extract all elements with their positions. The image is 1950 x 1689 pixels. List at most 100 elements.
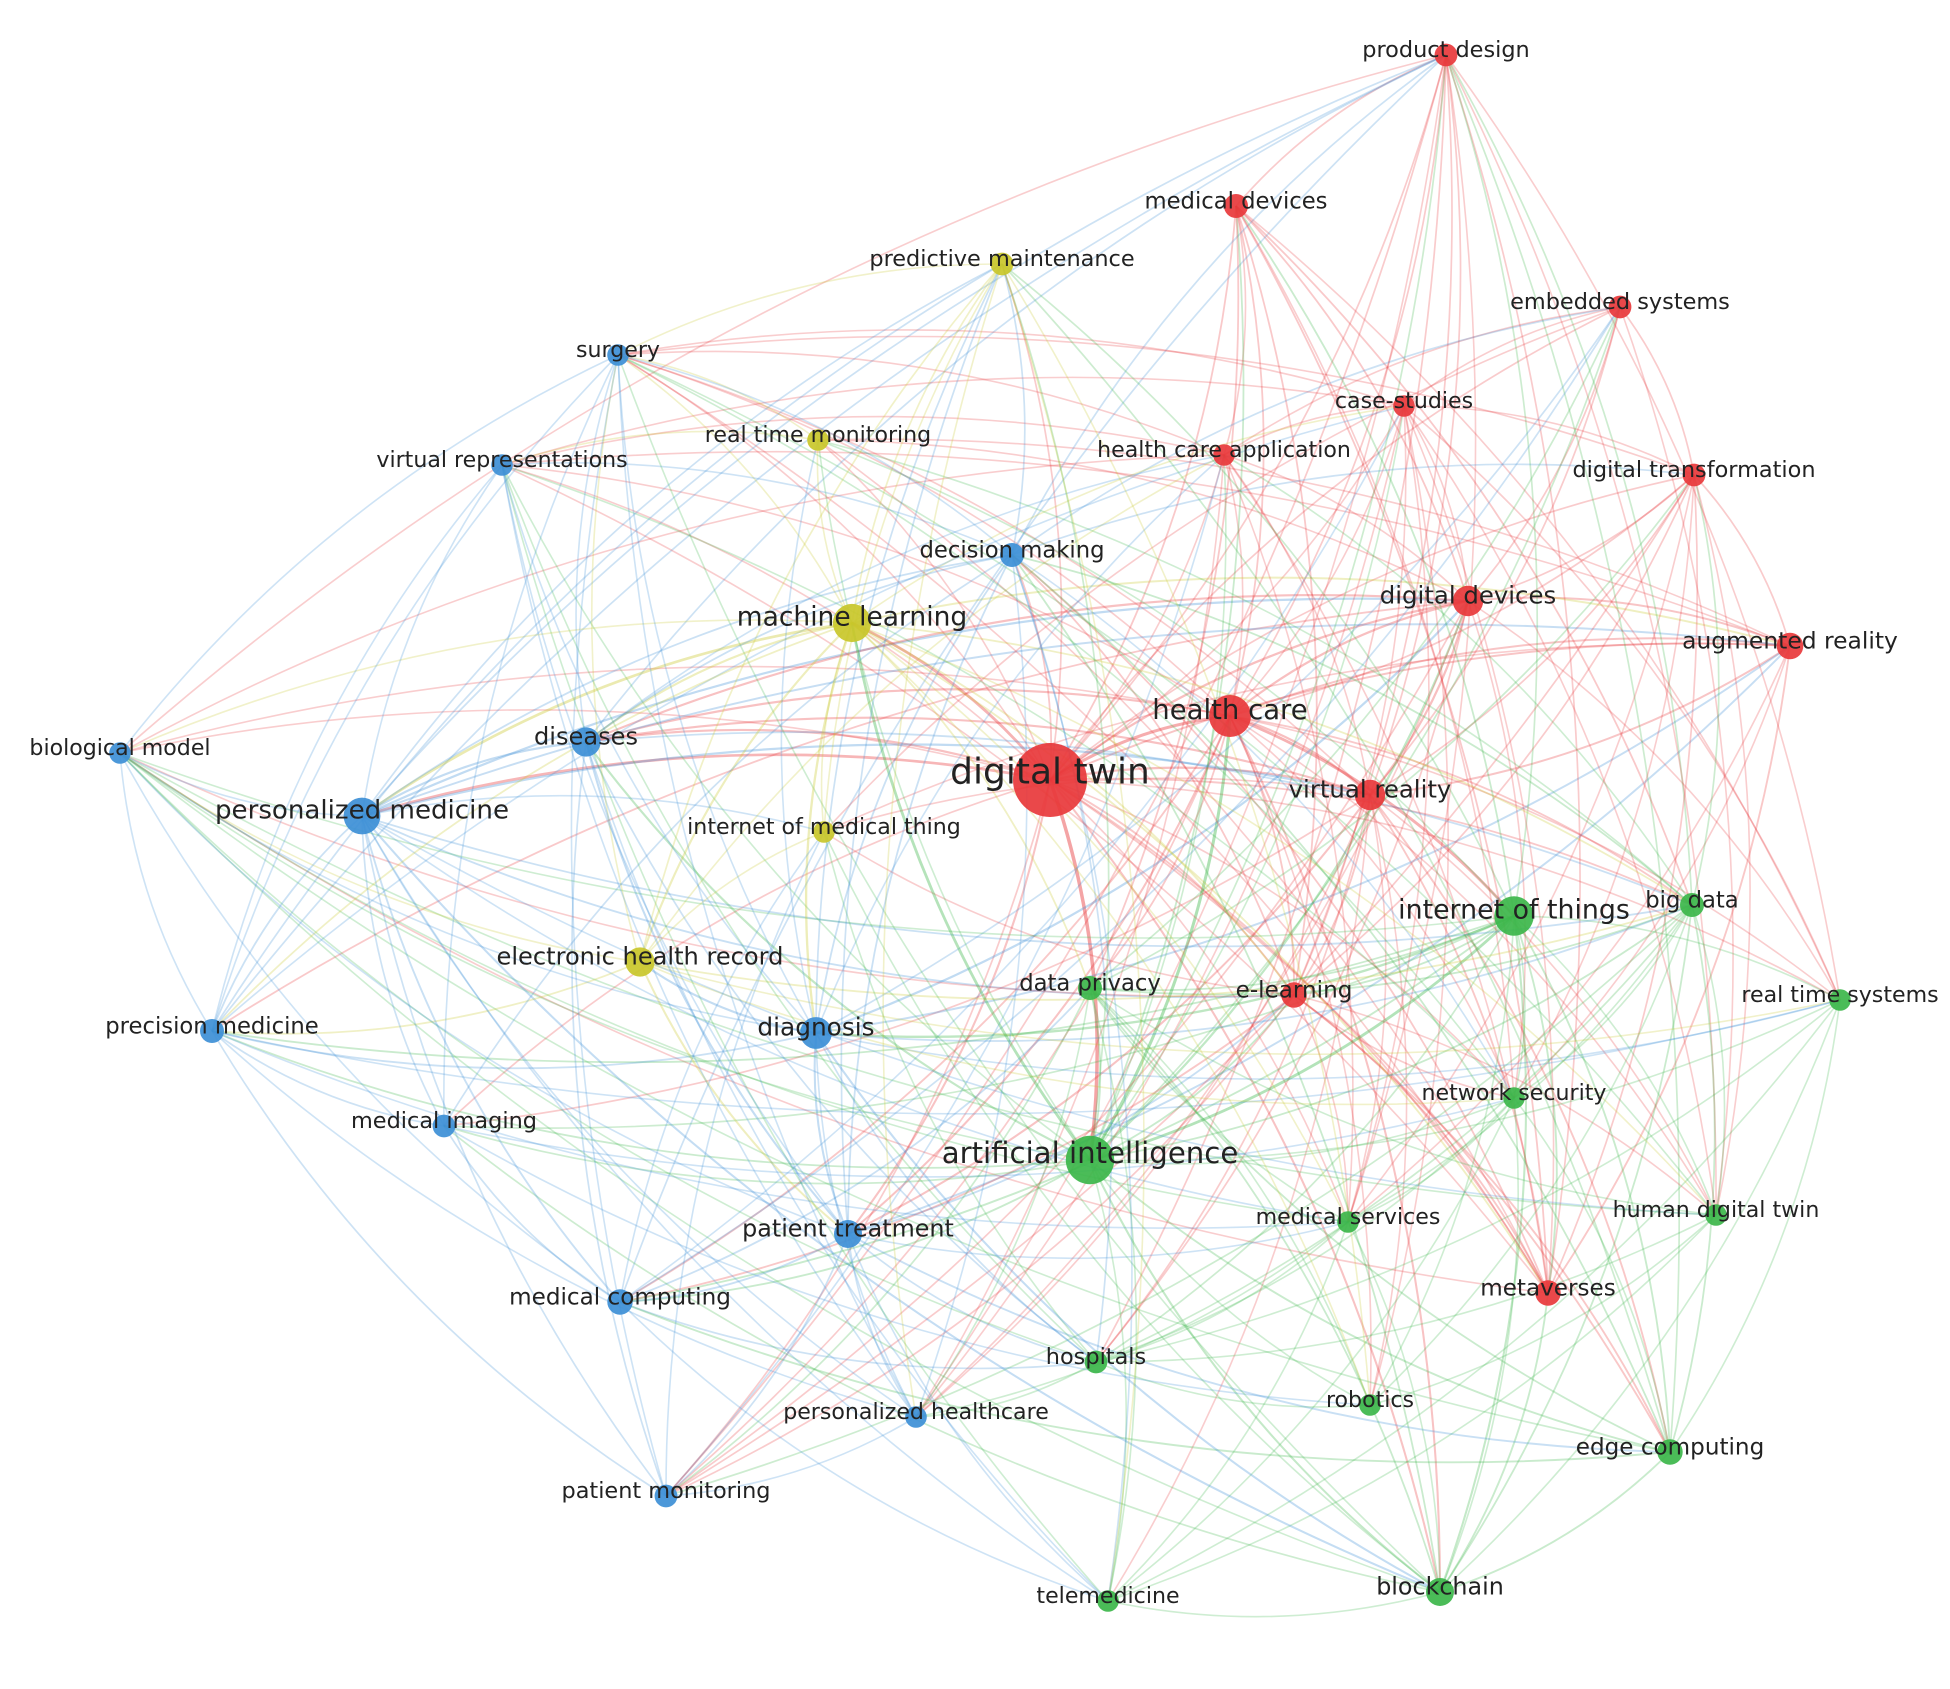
edge-surgery-personalized-healthcare [617, 354, 917, 1418]
edge-hospitals-patient-treatment [847, 1233, 1097, 1363]
node-big-data[interactable] [1680, 893, 1704, 917]
node-predictive-maintenance[interactable] [990, 252, 1014, 276]
node-case-studies[interactable] [1393, 395, 1415, 417]
node-digital-twin[interactable] [1013, 743, 1087, 817]
edge-virtual-reality-medical-services [1347, 794, 1387, 1223]
edge-machine-learning-surgery [617, 354, 853, 624]
edge-e-learning-metaverses [1293, 994, 1549, 1294]
edge-digital-devices-artificial-intelligence [1089, 600, 1470, 1161]
edge-product-design-e-learning [1293, 54, 1453, 996]
edge-real-time-systems-precision-medicine [211, 999, 1841, 1115]
node-personalized-healthcare[interactable] [905, 1406, 927, 1428]
node-robotics[interactable] [1359, 1394, 1381, 1416]
edge-digital-twin-network-security [1049, 779, 1515, 1099]
node-human-digital-twin[interactable] [1705, 1204, 1727, 1226]
edge-big-data-diseases [585, 731, 1693, 906]
node-machine-learning[interactable] [832, 603, 872, 643]
label-robotics: robotics [1326, 1387, 1414, 1413]
edge-surgery-medical-imaging [443, 354, 619, 1127]
node-virtual-representations[interactable] [491, 454, 513, 476]
node-patient-treatment[interactable] [834, 1220, 862, 1248]
edge-artificial-intelligence-telemedicine [1089, 1159, 1128, 1602]
node-blockchain[interactable] [1426, 1578, 1454, 1606]
edge-machine-learning-precision-medicine [211, 622, 853, 1032]
edge-product-design-human-digital-twin [1445, 54, 1717, 1216]
edge-diseases-patient-treatment [585, 741, 849, 1235]
node-augmented-reality[interactable] [1776, 632, 1804, 660]
edge-data-privacy-medical-computing [619, 987, 1091, 1303]
label-medical-computing: medical computing [509, 1284, 731, 1310]
edge-internet-of-medical-thing-medical-computing [619, 831, 825, 1303]
node-biological-model[interactable] [109, 742, 131, 764]
edge-internet-of-things-robotics [1369, 915, 1515, 1406]
label-augmented-reality: augmented reality [1682, 626, 1898, 654]
edge-medical-services-hospitals [1095, 1221, 1349, 1363]
edge-artificial-intelligence-medical-computing [619, 1159, 1091, 1303]
node-internet-of-medical-thing[interactable] [813, 821, 835, 843]
node-medical-computing[interactable] [607, 1289, 633, 1315]
node-internet-of-things[interactable] [1494, 896, 1534, 936]
edge-patient-treatment-personalized-healthcare [847, 1233, 917, 1418]
node-metaverses[interactable] [1535, 1280, 1561, 1306]
edge-virtual-reality-internet-of-medical-thing [823, 777, 1371, 833]
node-electronic-health-record[interactable] [625, 947, 655, 977]
edge-digital-transformation-surgery [617, 335, 1695, 476]
node-product-design[interactable] [1434, 43, 1458, 67]
label-health-care-application: health care application [1097, 437, 1351, 463]
edge-telemedicine-decision-making [1011, 554, 1133, 1602]
node-real-time-monitoring[interactable] [807, 429, 829, 451]
edge-precision-medicine-patient-monitoring [211, 1030, 667, 1497]
edge-big-data-real-time-monitoring [817, 439, 1693, 906]
edge-machine-learning-diagnosis [804, 622, 854, 1034]
node-artificial-intelligence[interactable] [1065, 1135, 1115, 1185]
node-virtual-reality[interactable] [1354, 779, 1386, 811]
edge-machine-learning-diseases [585, 621, 853, 743]
node-medical-imaging[interactable] [432, 1114, 456, 1138]
edge-human-digital-twin-personalized-medicine [361, 815, 1717, 1216]
edge-predictive-maintenance-decision-making [1001, 263, 1026, 556]
edge-medical-devices-real-time-systems [1235, 205, 1841, 1001]
edge-augmented-reality-metaverses [1547, 645, 1791, 1294]
node-precision-medicine[interactable] [200, 1019, 224, 1043]
edge-health-care-robotics [1229, 715, 1372, 1406]
edge-metaverses-real-time-monitoring [817, 439, 1549, 1294]
node-health-care-application[interactable] [1213, 444, 1235, 466]
label-health-care: health care [1152, 694, 1307, 726]
node-medical-devices[interactable] [1224, 194, 1248, 218]
edge-data-privacy-human-digital-twin [1089, 987, 1717, 1216]
edge-digital-devices-patient-monitoring [665, 600, 1469, 1497]
edge-electronic-health-record-biological-model [119, 752, 641, 963]
node-patient-monitoring[interactable] [654, 1484, 678, 1508]
node-diseases[interactable] [571, 727, 601, 757]
node-telemedicine[interactable] [1097, 1590, 1119, 1612]
edge-digital-twin-medical-services [1049, 779, 1349, 1223]
node-medical-services[interactable] [1337, 1211, 1359, 1233]
node-surgery[interactable] [607, 344, 629, 366]
node-digital-transformation[interactable] [1682, 463, 1706, 487]
node-embedded-systems[interactable] [1608, 295, 1632, 319]
edge-product-design-medical-services [1347, 54, 1477, 1223]
label-metaverses: metaverses [1480, 1275, 1616, 1301]
node-diagnosis[interactable] [800, 1017, 832, 1049]
node-digital-devices[interactable] [1452, 585, 1484, 617]
node-e-learning[interactable] [1281, 982, 1307, 1008]
node-hospitals[interactable] [1084, 1350, 1108, 1374]
edge-big-data-machine-learning [851, 622, 1693, 906]
node-personalized-medicine[interactable] [343, 797, 381, 835]
node-network-security[interactable] [1503, 1087, 1525, 1109]
edge-machine-learning-biological-model [119, 619, 853, 754]
node-decision-making[interactable] [1000, 543, 1024, 567]
edge-hospitals-diseases [585, 741, 1097, 1363]
edge-surgery-biological-model [119, 354, 619, 754]
edge-health-care-application-artificial-intelligence [1089, 454, 1227, 1161]
edge-big-data-patient-monitoring [665, 904, 1693, 1497]
edge-digital-devices-precision-medicine [211, 600, 1469, 1032]
node-edge-computing[interactable] [1657, 1439, 1683, 1465]
edge-digital-twin-health-care-application [1049, 454, 1225, 781]
edge-big-data-hospitals [1095, 904, 1693, 1363]
label-e-learning: e-learning [1236, 977, 1353, 1003]
node-data-privacy[interactable] [1078, 976, 1102, 1000]
node-real-time-systems[interactable] [1829, 989, 1851, 1011]
node-health-care[interactable] [1209, 695, 1251, 737]
edge-health-care-health-care-application [1223, 454, 1244, 717]
